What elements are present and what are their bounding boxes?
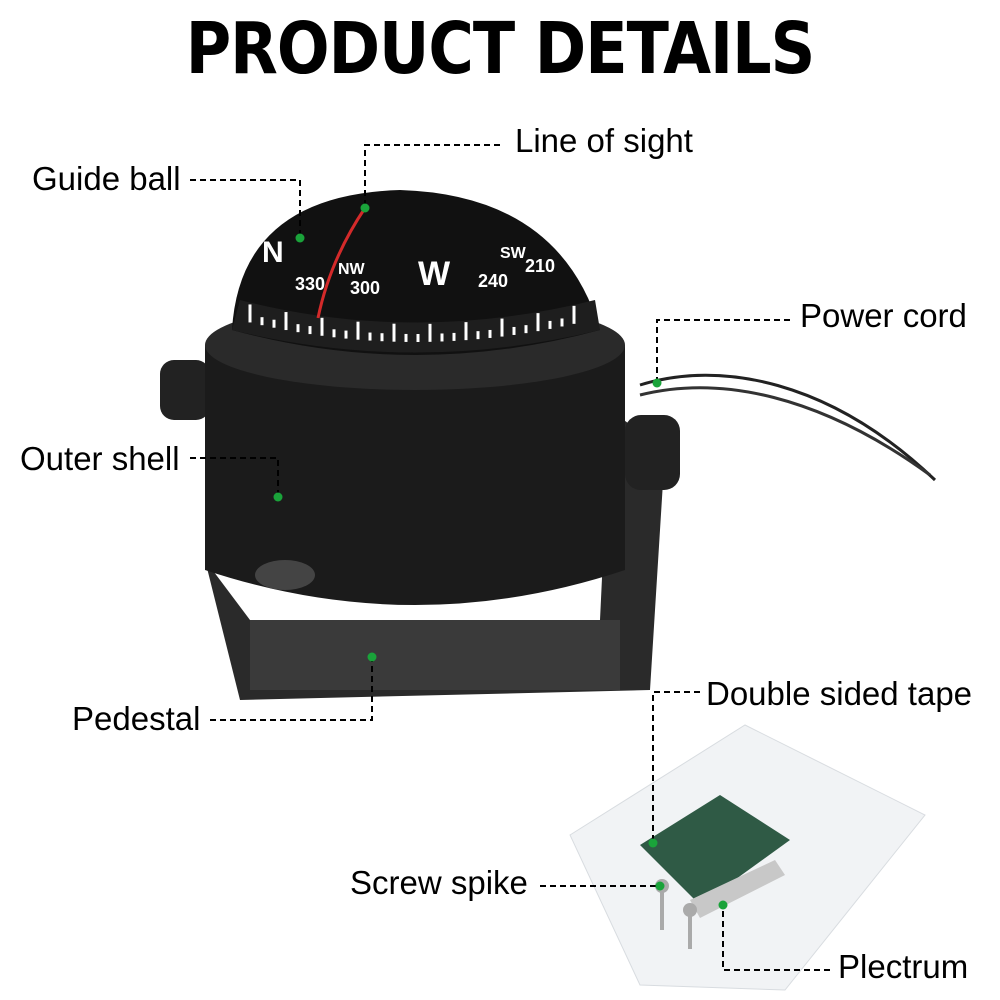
dial-n: N xyxy=(262,236,284,269)
power-cord xyxy=(639,373,937,482)
callout-lines xyxy=(190,144,830,971)
label-screw-spike: Screw spike xyxy=(350,864,528,901)
dial-300: 300 xyxy=(350,278,380,298)
label-line-of-sight: Line of sight xyxy=(515,122,693,159)
label-outer-shell: Outer shell xyxy=(20,440,180,477)
compass-dome xyxy=(232,190,600,355)
page-title: PRODUCT DETAILS xyxy=(185,6,816,91)
label-guide-ball: Guide ball xyxy=(32,160,181,197)
tape-sheet xyxy=(640,795,790,905)
dial-ticks xyxy=(248,304,576,342)
plectrum-plate xyxy=(690,860,785,918)
left-knob xyxy=(160,360,210,420)
dial-nw: NW xyxy=(338,261,366,278)
label-plectrum: Plectrum xyxy=(838,948,969,985)
label-pedestal: Pedestal xyxy=(72,700,201,737)
dial-sw: SW xyxy=(500,245,527,262)
label-double-sided-tape: Double sided tape xyxy=(706,675,973,712)
outer-shell-body xyxy=(205,345,625,605)
callout-dots xyxy=(273,203,728,910)
dial-240: 240 xyxy=(478,271,508,291)
label-power-cord: Power cord xyxy=(800,297,967,334)
line-of-sight-needle xyxy=(316,207,367,319)
right-knob xyxy=(625,415,680,490)
dial-210: 210 xyxy=(525,256,555,276)
dial-330: 330 xyxy=(295,274,325,294)
dial-w: W xyxy=(418,255,451,293)
